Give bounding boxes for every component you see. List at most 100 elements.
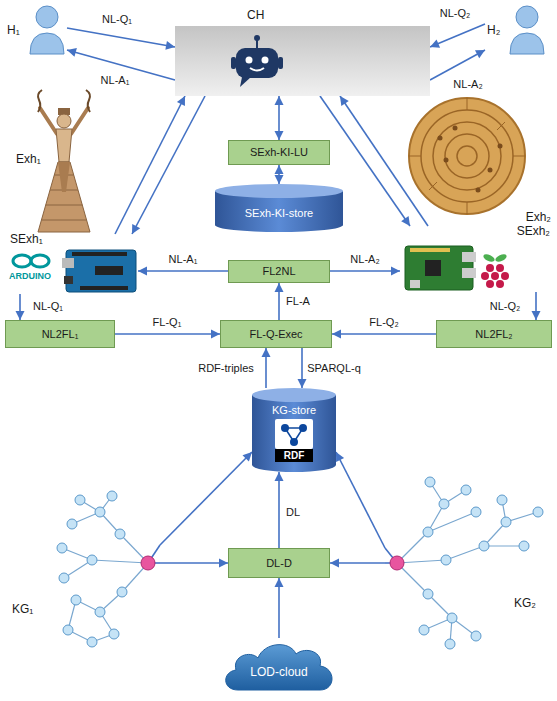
- node-label: SExh-KI-LU: [250, 146, 308, 159]
- phaistos-disc: [445, 134, 489, 178]
- node-name: Exh₂: [526, 210, 551, 224]
- chatbot-robot-icon: [246, 57, 253, 64]
- knowledge-graph-drawing: [87, 555, 97, 565]
- arrowhead: [275, 578, 284, 587]
- arrowhead: [219, 559, 228, 568]
- knowledge-graph-drawing: [63, 625, 73, 635]
- arrowhead: [475, 50, 485, 58]
- knowledge-graph-drawing: [423, 527, 433, 537]
- arrowhead: [330, 559, 339, 568]
- edge-label: RDF-triples: [196, 362, 256, 375]
- connector-line: [430, 24, 485, 47]
- node-name: SExh₁: [10, 232, 43, 246]
- arrowhead: [275, 283, 284, 292]
- node-name: KG₁: [12, 602, 33, 616]
- knowledge-graph-drawing: [471, 507, 481, 517]
- connector-line: [138, 270, 228, 272]
- knowledge-graph-drawing: [501, 517, 511, 527]
- raspberry-logo: [491, 272, 499, 280]
- exhibit-node: Exh₁: [8, 96, 98, 236]
- knowledge-graph-drawing: [57, 491, 127, 647]
- node-label: DL-D: [266, 557, 292, 570]
- knowledge-graph-drawing: [67, 519, 77, 529]
- arrowhead: [138, 267, 147, 276]
- raspberry-pi-board: [462, 268, 476, 278]
- rdf-logo: [281, 424, 289, 432]
- connector: [115, 96, 185, 234]
- phaistos-disc: [497, 122, 505, 130]
- logo-text: RDF: [275, 449, 313, 462]
- node-name: Exh₁: [16, 152, 41, 166]
- connector: [138, 267, 228, 276]
- process-box: NL2FL₂: [436, 320, 552, 348]
- arrowhead: [242, 452, 252, 462]
- arduino-logo: [13, 255, 49, 267]
- edge-label: DL: [284, 506, 302, 519]
- arrowhead: [211, 330, 220, 339]
- chatbot-robot-icon: [254, 35, 260, 41]
- arrowhead: [298, 379, 307, 388]
- smart-exhibit-node: SExh₂: [400, 226, 552, 292]
- knowledge-graph-drawing: [519, 541, 529, 551]
- process-box: NL2FL₁: [5, 320, 115, 348]
- knowledge-graph-drawing: [71, 595, 81, 605]
- edge-label: NL-Q₁: [31, 300, 65, 313]
- rdf-logo: [299, 424, 307, 432]
- knowledge-graph-drawing: [425, 477, 435, 487]
- cloud-shape: LOD-cloud: [218, 638, 340, 696]
- phaistos-disc: [409, 98, 525, 214]
- rdf-logo: [290, 438, 298, 446]
- connector-line: [330, 270, 400, 272]
- raspberry-logo: [486, 280, 494, 288]
- snake-goddess-figure: [40, 108, 57, 134]
- chatbot-robot-icon: [240, 77, 251, 87]
- connector: [430, 50, 485, 80]
- person-node: H₂: [485, 3, 550, 55]
- connector: [67, 28, 175, 50]
- arrowhead: [132, 224, 140, 234]
- raspberry-pi-board: [410, 248, 450, 252]
- arrowhead: [275, 131, 284, 140]
- arrowhead: [275, 472, 284, 481]
- arduino-logo: [31, 255, 49, 267]
- knowledge-graph-drawing: [461, 485, 471, 495]
- raspberry-pi-board: [405, 246, 476, 290]
- connector-line: [332, 333, 436, 335]
- connector: [160, 559, 228, 568]
- snake-goddess-figure: [38, 90, 42, 112]
- smart-exhibit-node: SExh₁: [8, 234, 138, 294]
- node-label: FL-Q-Exec: [249, 328, 302, 341]
- process-box: FL2NL: [228, 260, 330, 283]
- knowledge-graph-drawing: [95, 607, 105, 617]
- snake-goddess-figure: [56, 129, 72, 162]
- connector-line: [336, 452, 385, 548]
- edge-label: NL-A₂: [348, 253, 381, 266]
- knowledge-graph-drawing: [115, 529, 125, 539]
- edge-label: FL-Q₂: [367, 316, 400, 329]
- connector-line: [278, 472, 280, 548]
- knowledge-graph-drawing: [446, 546, 484, 560]
- node-label: NL2FL₁: [42, 328, 79, 341]
- arduino-board: [72, 252, 127, 256]
- chatbot-robot-icon: [231, 35, 283, 87]
- cylinder-top: [252, 388, 336, 402]
- node-name: KG₂: [514, 596, 536, 610]
- chatbot-robot-icon: [250, 68, 264, 71]
- arrowhead: [532, 311, 541, 320]
- phaistos-disc: [498, 144, 503, 149]
- arrowhead: [262, 348, 271, 357]
- arduino-board: [62, 258, 74, 268]
- edge-label: NL-A₂: [451, 78, 484, 91]
- knowledge-graph-drawing: [390, 556, 404, 570]
- knowledge-graph-drawing: [419, 625, 429, 635]
- knowledge-graph-drawing: [95, 507, 105, 517]
- connector: [330, 267, 400, 276]
- rdf-logo: [275, 419, 313, 449]
- knowledge-graph-drawing: [141, 556, 155, 570]
- connector: [275, 283, 284, 320]
- raspberry-logo: [486, 264, 494, 272]
- node-label: FL2NL: [262, 265, 295, 278]
- phaistos-disc: [409, 98, 525, 214]
- connector: [336, 452, 385, 548]
- connector: [275, 472, 284, 548]
